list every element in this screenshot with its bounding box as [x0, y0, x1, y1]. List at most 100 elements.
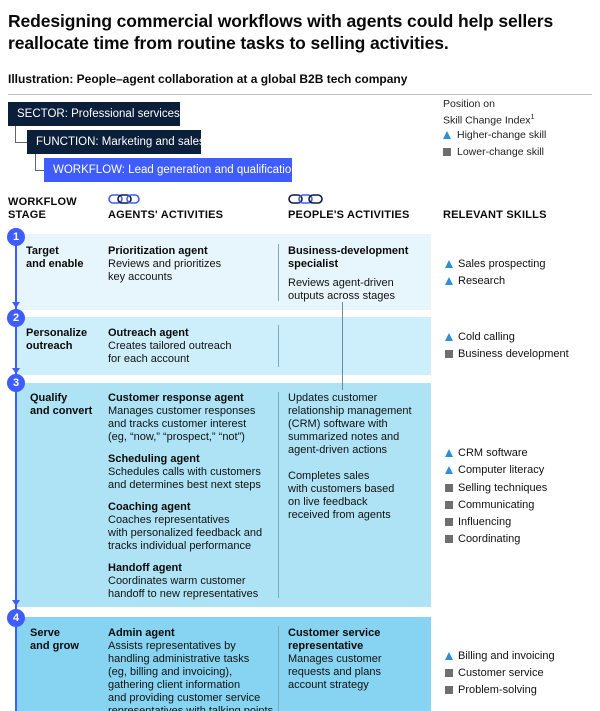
legend-heading: Position on Skill Change Index1	[443, 98, 534, 128]
skill-label: CRM software	[458, 447, 528, 459]
stage-name-4: Serve and grow	[30, 627, 79, 652]
people-link-icon	[288, 194, 323, 204]
agent-customer-response: Customer response agent Manages customer…	[108, 392, 255, 444]
legend-lower-label: Lower-change skill	[457, 146, 544, 158]
skill-item: Business development	[445, 348, 569, 360]
stage-band-3	[17, 383, 431, 607]
stage-band-1	[17, 234, 431, 310]
square-icon	[445, 535, 453, 543]
stage-name-3: Qualify and convert	[30, 392, 93, 417]
triangle-icon	[445, 277, 453, 285]
legend-higher-label: Higher-change skill	[457, 129, 547, 141]
column-divider	[278, 244, 279, 301]
stage-number-1: 1	[7, 228, 25, 246]
triangle-icon	[445, 466, 453, 474]
legend-higher: Higher-change skill	[443, 129, 546, 141]
col-header-agents: AGENTS' ACTIVITIES	[108, 209, 224, 221]
skill-label: Influencing	[458, 516, 512, 528]
legend-lower: Lower-change skill	[443, 146, 544, 158]
chart-title: Redesigning commercial workflows with ag…	[8, 11, 554, 53]
people-csr: Customer service representative Manages …	[288, 627, 382, 692]
footnote-mark: 1	[530, 114, 535, 121]
col-header-people: PEOPLE'S ACTIVITIES	[288, 209, 410, 221]
stage-band-2	[17, 317, 431, 375]
agent-desc: Reviews and prioritizes key accounts	[108, 258, 222, 283]
skill-label: Business development	[458, 348, 569, 360]
stage-name-1: Target and enable	[26, 245, 84, 270]
sector-box: SECTOR: Professional services	[8, 102, 180, 126]
people-desc: Manages customer requests and plans acco…	[288, 653, 382, 691]
agent-title: Customer response agent	[108, 392, 244, 404]
stage-name-2: Personalize outreach	[26, 327, 88, 352]
agent-title: Coaching agent	[108, 501, 191, 513]
skill-item: CRM software	[445, 447, 528, 459]
triangle-icon	[445, 260, 453, 268]
function-workflow-connector	[35, 154, 45, 171]
workflow-box: WORKFLOW: Lead generation and qualificat…	[44, 158, 298, 182]
square-icon	[445, 669, 453, 677]
people-activity: Completes sales with customers based on …	[288, 470, 395, 521]
people-title: Business-development specialist	[288, 245, 409, 270]
legend-heading-line1: Position on	[443, 98, 495, 110]
agent-link-icon	[108, 194, 140, 204]
agent-desc: Coordinates warm customer handoff to new…	[108, 575, 259, 600]
agent-outreach: Outreach agent Creates tailored outreach…	[108, 327, 232, 366]
agent-prioritization: Prioritization agent Reviews and priorit…	[108, 245, 221, 284]
triangle-icon	[445, 652, 453, 660]
agent-title: Handoff agent	[108, 562, 182, 574]
agent-desc: Coaches representatives with personalize…	[108, 514, 263, 552]
legend-heading-line2: Skill Change Index1	[443, 114, 535, 127]
skill-item: Research	[445, 275, 505, 287]
square-icon	[445, 484, 453, 492]
illustration-subtitle: Illustration: People–agent collaboration…	[8, 72, 408, 86]
triangle-icon	[443, 131, 451, 139]
skill-label: Communicating	[458, 499, 535, 511]
agent-title: Outreach agent	[108, 327, 189, 339]
agent-desc: Manages customer responses and tracks cu…	[108, 405, 256, 443]
people-desc: Reviews agent-driven outputs across stag…	[288, 277, 396, 302]
skill-item: Computer literacy	[445, 464, 544, 476]
agent-scheduling: Scheduling agent Schedules calls with cu…	[108, 453, 261, 492]
people-bd-specialist: Business-development specialist Reviews …	[288, 245, 408, 303]
column-divider	[278, 392, 279, 598]
timeline-line	[15, 236, 17, 711]
square-icon	[445, 350, 453, 358]
skill-label: Customer service	[458, 667, 544, 679]
skill-item: Selling techniques	[445, 482, 547, 494]
function-box: FUNCTION: Marketing and sales	[27, 130, 205, 154]
col-header-skills: RELEVANT SKILLS	[443, 209, 547, 221]
people-title: Customer service representative	[288, 627, 381, 652]
agent-coaching: Coaching agent Coaches representatives w…	[108, 501, 262, 553]
square-icon	[445, 501, 453, 509]
stage-number-3: 3	[7, 374, 25, 392]
skill-label: Computer literacy	[458, 464, 545, 476]
arrow-down-icon	[12, 302, 20, 308]
skill-item: Cold calling	[445, 331, 515, 343]
square-icon	[443, 148, 451, 156]
skill-label: Research	[458, 275, 506, 287]
stage-number-2: 2	[7, 309, 25, 327]
column-divider	[278, 325, 279, 367]
square-icon	[445, 518, 453, 526]
triangle-icon	[445, 449, 453, 457]
triangle-icon	[445, 333, 453, 341]
skill-item: Influencing	[445, 516, 511, 528]
skill-label: Sales prospecting	[458, 258, 546, 270]
col-header-stage: WORKFLOW STAGE	[8, 196, 77, 221]
square-icon	[445, 686, 453, 694]
agent-title: Admin agent	[108, 627, 175, 639]
skill-item: Coordinating	[445, 533, 520, 545]
stage-number-4: 4	[7, 609, 25, 627]
people-activity: Updates customer relationship management…	[288, 392, 412, 456]
sector-function-connector	[15, 126, 28, 143]
agent-title: Prioritization agent	[108, 245, 208, 257]
skill-item: Customer service	[445, 667, 544, 679]
skill-item: Communicating	[445, 499, 534, 511]
agent-admin: Admin agent Assists representatives by h…	[108, 627, 273, 711]
skill-item: Billing and invoicing	[445, 650, 555, 662]
skill-label: Selling techniques	[458, 482, 548, 494]
column-divider	[278, 626, 279, 711]
skill-label: Coordinating	[458, 533, 521, 545]
skill-item: Problem-solving	[445, 684, 537, 696]
skill-item: Sales prospecting	[445, 258, 545, 270]
